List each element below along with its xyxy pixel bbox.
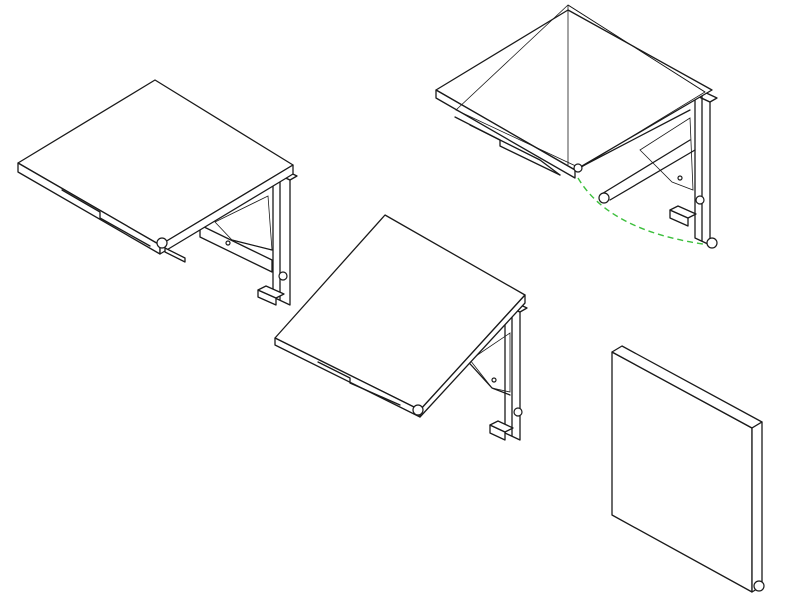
hinge-pin (412, 404, 424, 416)
closed-table-figure (611, 345, 765, 593)
closed-panel-side-edge (751, 421, 763, 593)
tabletop (274, 214, 526, 418)
fold-sequence-figure (435, 4, 718, 249)
fold-path-arc (577, 177, 711, 246)
open-table-figure (17, 79, 298, 306)
support-strut (461, 332, 511, 396)
hinge-pin (753, 580, 765, 592)
support-strut (199, 195, 273, 273)
hinge-pin (706, 237, 718, 249)
foot-block (164, 247, 186, 263)
hinge-pin (598, 192, 610, 204)
wall-frame (669, 90, 718, 246)
hinge-pin (695, 195, 705, 205)
support-strut (574, 109, 696, 201)
half-open-table-figure (274, 214, 528, 441)
hinge-pin (156, 237, 168, 249)
hinge-pin (573, 163, 583, 173)
tabletop-open-position (435, 9, 713, 179)
tabletop-raised-position (455, 4, 706, 169)
hinge-pin (513, 407, 523, 417)
hinge-pin (278, 271, 288, 281)
tabletop (17, 79, 294, 255)
